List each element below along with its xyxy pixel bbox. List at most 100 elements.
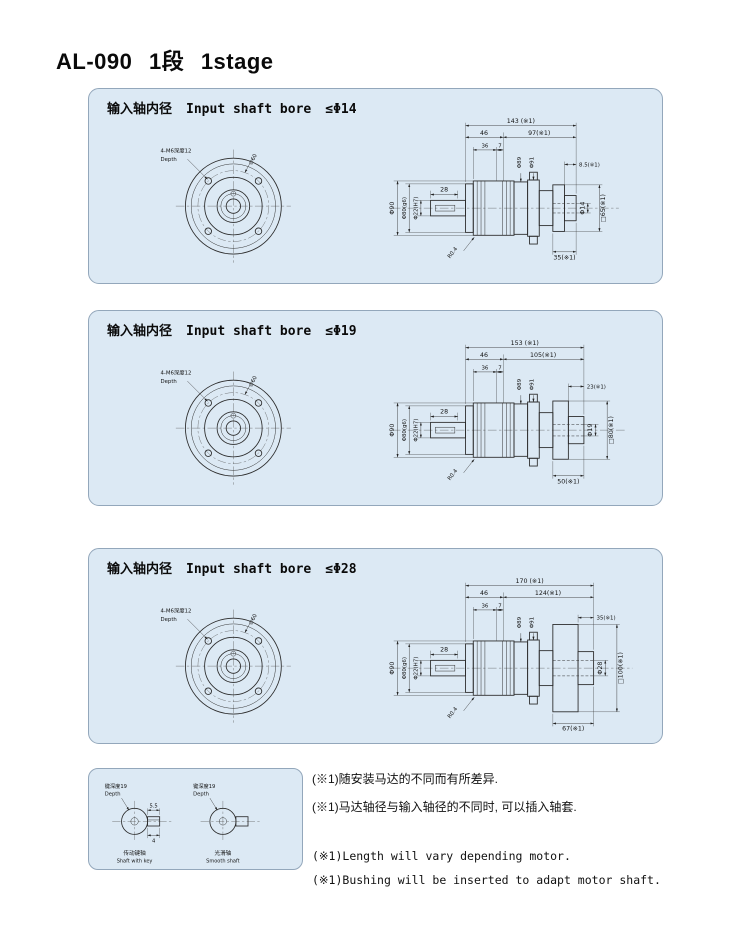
footnote-en-1: (※1)Length will vary depending motor. — [312, 849, 571, 863]
gearbox-section-outline — [391, 624, 633, 713]
key-note-en: Depth — [193, 791, 209, 797]
dim-top-right: 35(※1) — [597, 616, 616, 622]
tap-hole-label-cn: 4-M6深度12 — [161, 146, 192, 154]
footnotes: (※1)随安装马达的不同而有所差异. (※1)马达轴径与输入轴径的不同时, 可以… — [312, 770, 732, 897]
dimension-lines — [393, 344, 611, 479]
dim-key-depth: 4 — [152, 838, 156, 844]
bolt-circle-dia: ∅60 — [248, 613, 259, 626]
dim-phi89: Φ89 — [517, 378, 523, 390]
tap-hole-label-cn: 4-M6深度12 — [161, 368, 192, 376]
side-view-drawing: 143 (※1) 46 97(※1) 36 7 28 8.5(※1) Φ90 Φ… — [389, 118, 619, 262]
dim-phi91: Φ91 — [529, 617, 535, 628]
header-bore-limit: ≤Φ14 — [325, 102, 357, 117]
panel-header: 输入轴内径 Input shaft bore ≤Φ19 — [107, 320, 371, 339]
dim-rear-length: 124(※1) — [535, 590, 561, 597]
dim-36: 36 — [481, 365, 488, 371]
dim-motor-flange-square: □80(※1) — [608, 416, 615, 444]
front-view-drawing: 4-M6深度12 Depth ∅60 — [161, 368, 291, 485]
tap-hole-label-en: Depth — [161, 157, 177, 163]
dim-overall-length: 143 (※1) — [507, 118, 535, 125]
panel-bore-28: 输入轴内径 Input shaft bore ≤Φ28 — [88, 548, 663, 744]
key-note-cn: 键深度19 — [105, 782, 127, 790]
smooth-shaft-label-cn: 光滑轴 — [215, 849, 232, 857]
dim-motor-shaft-bore: Φ14 — [579, 202, 586, 215]
dim-phi90: Φ90 — [389, 202, 396, 215]
header-bore-limit: ≤Φ19 — [325, 324, 357, 339]
dim-top-right: 23(※1) — [587, 384, 606, 390]
header-bore-limit: ≤Φ28 — [325, 562, 357, 577]
footnote-cn-2: (※1)马达轴径与输入轴径的不同时, 可以插入轴套. — [312, 800, 577, 814]
dim-motor-flange-square: □65(※1) — [600, 194, 607, 222]
footnote-cn-1: (※1)随安装马达的不同而有所差异. — [312, 772, 499, 786]
panel-header: 输入轴内径 Input shaft bore ≤Φ14 — [107, 98, 371, 117]
dim-motor-side-length: 67(※1) — [562, 726, 584, 733]
header-en: Input shaft bore — [186, 324, 312, 339]
dim-fillet: R0.4 — [447, 706, 460, 720]
panel-header: 输入轴内径 Input shaft bore ≤Φ28 — [107, 558, 371, 577]
key-note-cn: 键深度19 — [193, 782, 215, 790]
side-view-drawing: 170 (※1) 46 124(※1) 36 7 28 35(※1) Φ90 Φ… — [389, 578, 633, 733]
dim-motor-shaft-bore: Φ19 — [587, 424, 594, 437]
dim-phi22: Φ22(H7) — [413, 197, 419, 220]
dim-front-length: 46 — [480, 590, 488, 597]
dim-28: 28 — [440, 409, 448, 416]
dimension-labels: 170 (※1) 46 124(※1) 36 7 28 35(※1) Φ90 Φ… — [389, 578, 625, 732]
dim-phi89: Φ89 — [517, 156, 523, 168]
flange-face-outline — [175, 149, 291, 263]
header-cn: 输入轴内径 — [107, 562, 173, 577]
tap-hole-label-cn: 4-M6深度12 — [161, 606, 192, 614]
header-cn: 输入轴内径 — [107, 102, 173, 117]
shaft-with-key-label-en: Shaft with key — [117, 858, 153, 864]
dim-36: 36 — [481, 603, 488, 609]
tap-hole-label-en: Depth — [161, 379, 177, 385]
dim-rear-length: 105(※1) — [530, 352, 556, 359]
dim-fillet: R0.4 — [447, 468, 460, 482]
shaft-with-key-drawing: 5.5 4 键深度19 Depth 传动键轴 Shaft with key — [105, 782, 172, 864]
dim-7: 7 — [498, 143, 501, 149]
shaft-type-panel: 5.5 4 键深度19 Depth 传动键轴 Shaft with key 键深… — [88, 768, 303, 870]
header-cn: 输入轴内径 — [107, 324, 173, 339]
dim-overall-length: 153 (※1) — [511, 340, 539, 347]
page-title: AL-090 1段 1stage — [56, 49, 274, 74]
dim-phi89: Φ89 — [517, 616, 523, 628]
dim-phi80: Φ80(g6) — [402, 419, 408, 441]
dim-top-right: 8.5(※1) — [579, 162, 600, 168]
dim-28: 28 — [440, 647, 448, 654]
dimension-labels: 143 (※1) 46 97(※1) 36 7 28 8.5(※1) Φ90 Φ… — [389, 118, 607, 261]
dim-7: 7 — [498, 365, 501, 371]
flange-face-outline — [175, 609, 291, 723]
footnote-en-2: (※1)Bushing will be inserted to adapt mo… — [312, 873, 661, 887]
dimension-lines — [393, 122, 603, 255]
dim-phi22: Φ22(H7) — [413, 419, 419, 442]
side-view-drawing: 153 (※1) 46 105(※1) 36 7 28 23(※1) Φ90 Φ… — [389, 340, 625, 486]
dim-7: 7 — [498, 603, 501, 609]
dim-phi22: Φ22(H7) — [413, 657, 419, 680]
front-view-drawing: 4-M6深度12 Depth ∅60 — [161, 146, 291, 263]
front-view-drawing: 4-M6深度12 Depth ∅60 — [161, 606, 291, 723]
shaft-type-drawing: 5.5 4 键深度19 Depth 传动键轴 Shaft with key 键深… — [105, 782, 261, 864]
dim-motor-shaft-bore: Φ28 — [597, 662, 604, 675]
dimension-labels: 153 (※1) 46 105(※1) 36 7 28 23(※1) Φ90 Φ… — [389, 340, 615, 485]
header-en: Input shaft bore — [186, 562, 312, 577]
dim-key-width: 5.5 — [149, 803, 157, 809]
dim-phi91: Φ91 — [529, 157, 535, 168]
panel-bore-19: 输入轴内径 Input shaft bore ≤Φ19 — [88, 310, 663, 506]
dim-28: 28 — [440, 187, 448, 194]
key-note-en: Depth — [105, 791, 121, 797]
dim-phi90: Φ90 — [389, 424, 396, 437]
dim-phi90: Φ90 — [389, 662, 396, 675]
header-en: Input shaft bore — [186, 102, 312, 117]
dimension-lines — [393, 582, 620, 727]
flange-face-outline — [175, 371, 291, 485]
tap-hole-label-en: Depth — [161, 617, 177, 623]
dim-rear-length: 97(※1) — [528, 130, 550, 137]
dim-fillet: R0.4 — [447, 246, 460, 260]
bolt-circle-dia: ∅60 — [248, 375, 259, 388]
dim-motor-flange-square: □100(※1) — [618, 652, 625, 684]
gearbox-section-outline — [391, 171, 619, 245]
smooth-shaft-drawing: 键深度19 Depth 光滑轴 Smooth shaft — [193, 782, 261, 864]
panel-bore-14: 输入轴内径 Input shaft bore ≤Φ14 — [88, 88, 663, 284]
dim-front-length: 46 — [480, 352, 488, 359]
dim-front-length: 46 — [480, 130, 488, 137]
